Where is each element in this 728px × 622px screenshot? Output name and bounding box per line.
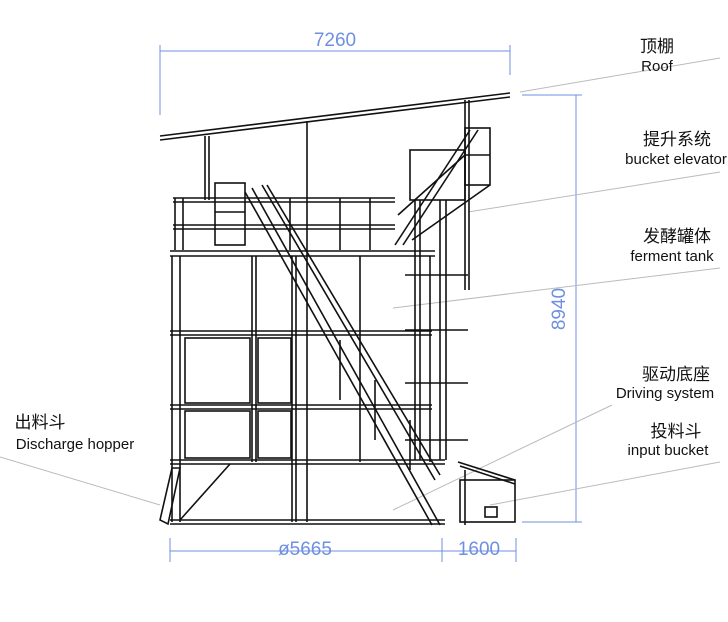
label-input-bucket-en: input bucket <box>627 442 709 459</box>
dimension-tank-diameter: ø5665 <box>278 539 332 560</box>
dimension-width-total: 7260 <box>313 30 357 51</box>
label-roof-en: Roof <box>641 58 673 75</box>
label-driving-zh: 驱动底座 <box>642 365 710 385</box>
label-tank-zh: 发酵罐体 <box>643 227 711 247</box>
label-tank-en: ferment tank <box>630 248 714 265</box>
label-elevator-en: bucket elevator <box>625 151 727 168</box>
label-hopper-zh: 出料斗 <box>14 413 66 433</box>
dimension-lines <box>159 45 582 562</box>
dimension-bucket-width: 1600 <box>457 539 501 560</box>
structure <box>159 92 516 526</box>
label-input-bucket-zh: 投料斗 <box>650 422 702 442</box>
label-driving-en: Driving system <box>615 385 715 402</box>
dimension-height-total: 8940 <box>549 287 570 331</box>
label-elevator-zh: 提升系统 <box>643 130 711 150</box>
leader-lines <box>0 57 721 511</box>
label-hopper-en: Discharge hopper <box>15 436 135 453</box>
label-roof-zh: 顶棚 <box>640 37 674 57</box>
